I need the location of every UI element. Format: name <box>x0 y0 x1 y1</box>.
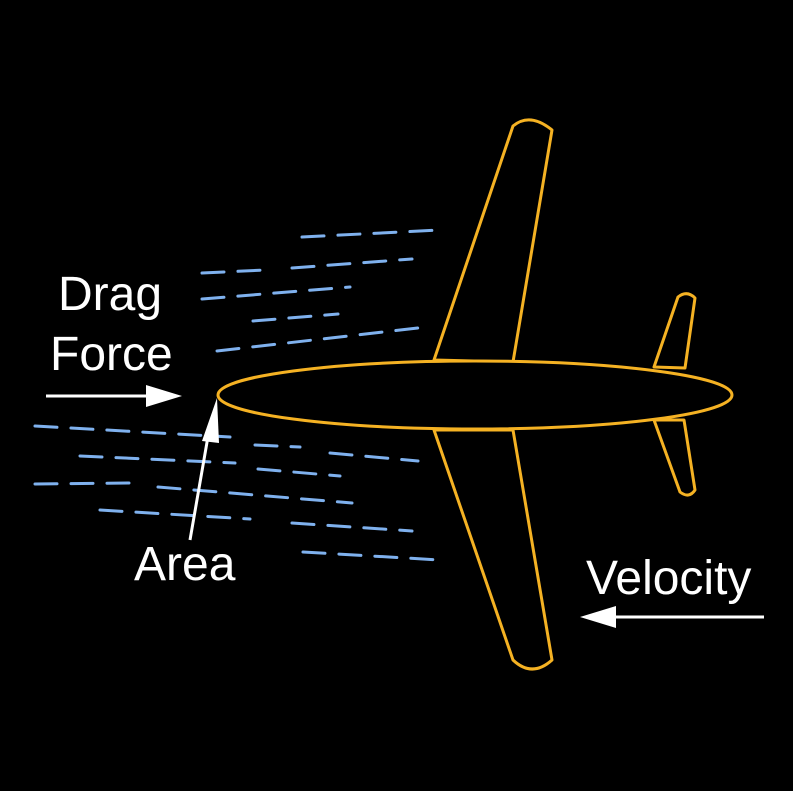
drag-force-label-line1: Drag <box>58 268 162 321</box>
velocity-label: Velocity <box>586 552 751 605</box>
drag-force-label-line2: Force <box>50 328 173 381</box>
fuselage <box>218 361 732 429</box>
airflow-line <box>255 445 300 447</box>
area-label: Area <box>134 538 236 591</box>
airflow-line <box>35 483 130 484</box>
